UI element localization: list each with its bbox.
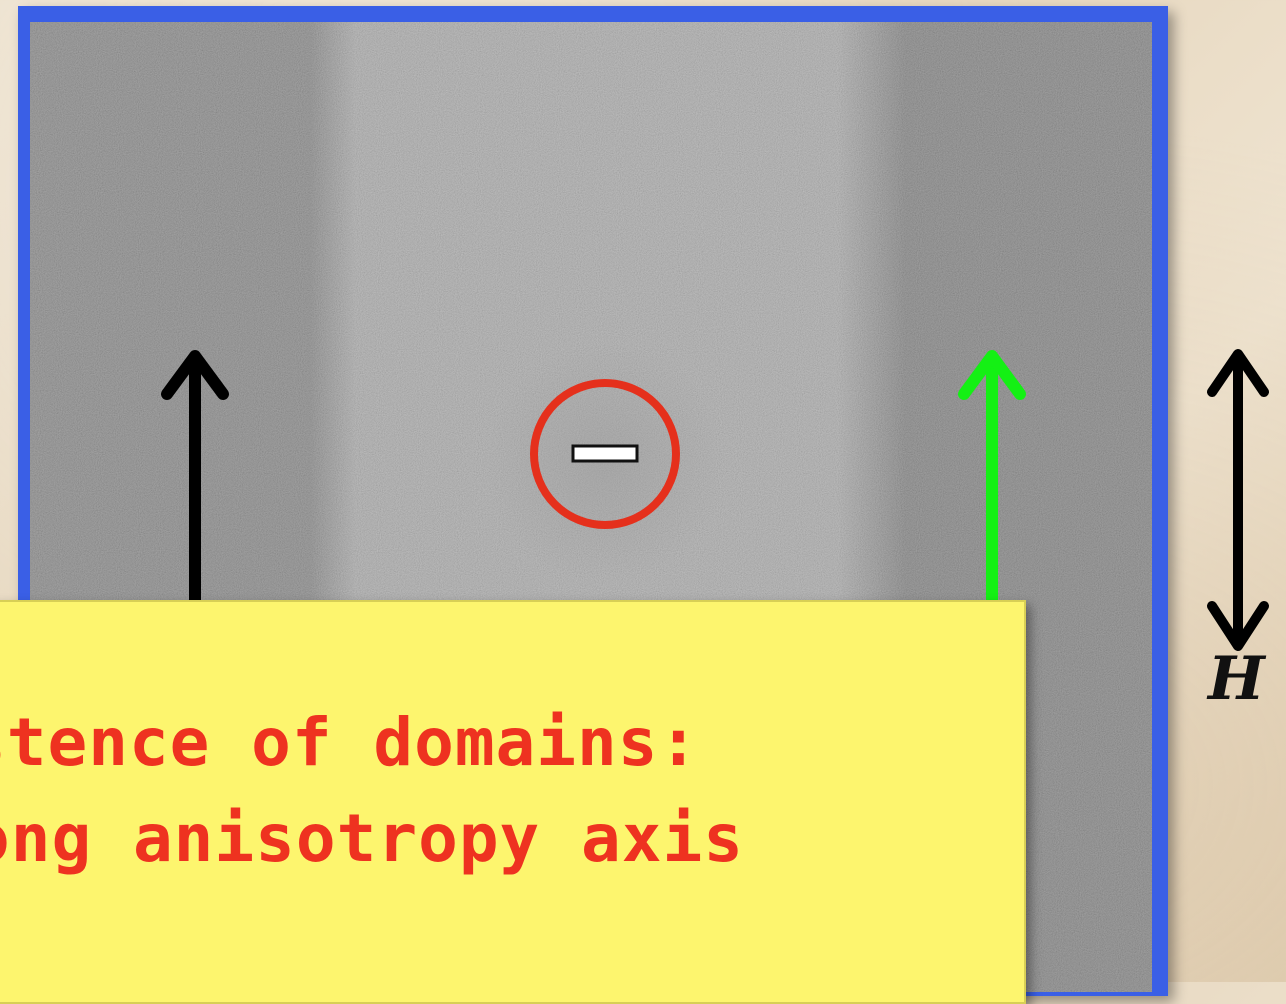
callout-line-2: ong anisotropy axis <box>0 800 744 877</box>
slide: H stence of domains: ong anisotropy axis <box>0 6 1269 1004</box>
domain-marker <box>530 379 680 529</box>
field-label: H <box>1208 644 1265 714</box>
minus-sign-icon <box>571 444 639 463</box>
double-arrow-icon <box>1207 349 1269 651</box>
up-arrow-icon <box>161 350 229 648</box>
callout-box: stence of domains: ong anisotropy axis <box>0 600 1026 1004</box>
callout-line-1: stence of domains: <box>0 704 700 781</box>
up-arrow-icon <box>958 350 1026 648</box>
